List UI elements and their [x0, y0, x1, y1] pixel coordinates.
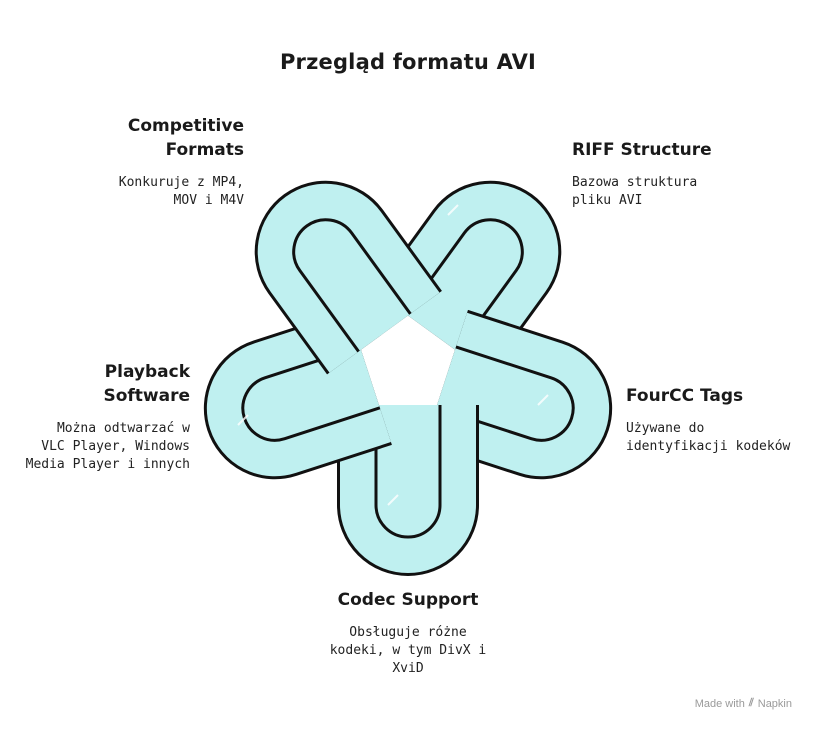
item-fourcc-tags: FourCC Tags Używane do identyfikacji kod… — [626, 384, 806, 456]
credit-brand: Napkin — [757, 697, 792, 710]
credit-text: Made with — [694, 697, 745, 710]
item-heading: Playback Software — [103, 362, 190, 406]
item-description: Konkuruje z MP4, MOV i M4V — [118, 175, 244, 208]
item-heading: FourCC Tags — [626, 386, 744, 406]
item-codec-support: Codec Support Obsługuje różne kodeki, w … — [298, 588, 518, 678]
item-description: Używane do identyfikacji kodeków — [626, 421, 791, 454]
item-playback-software: Playback Software Można odtwarzać w VLC … — [10, 360, 190, 474]
item-description: Bazowa struktura pliku AVI — [572, 175, 698, 208]
loop-playback — [235, 347, 380, 449]
item-heading: Competitive Formats — [127, 116, 244, 160]
made-with-credit: Made with ⫽ Napkin — [695, 697, 792, 710]
item-description: Obsługuje różne kodeki, w tym DivX i Xvi… — [329, 625, 487, 676]
item-riff-structure: RIFF Structure Bazowa struktura pliku AV… — [572, 138, 792, 210]
item-description: Można odtwarzać w VLC Player, Windows Me… — [25, 421, 190, 472]
item-competitive-formats: Competitive Formats Konkuruje z MP4, MOV… — [60, 114, 244, 210]
loop-codec — [376, 405, 440, 537]
napkin-logo-icon: ⫽ — [748, 697, 754, 709]
diagram-title: Przegląd formatu AVI — [279, 50, 537, 74]
item-heading: Codec Support — [337, 590, 479, 610]
item-heading: RIFF Structure — [572, 140, 712, 160]
loop-competitive — [281, 207, 410, 351]
